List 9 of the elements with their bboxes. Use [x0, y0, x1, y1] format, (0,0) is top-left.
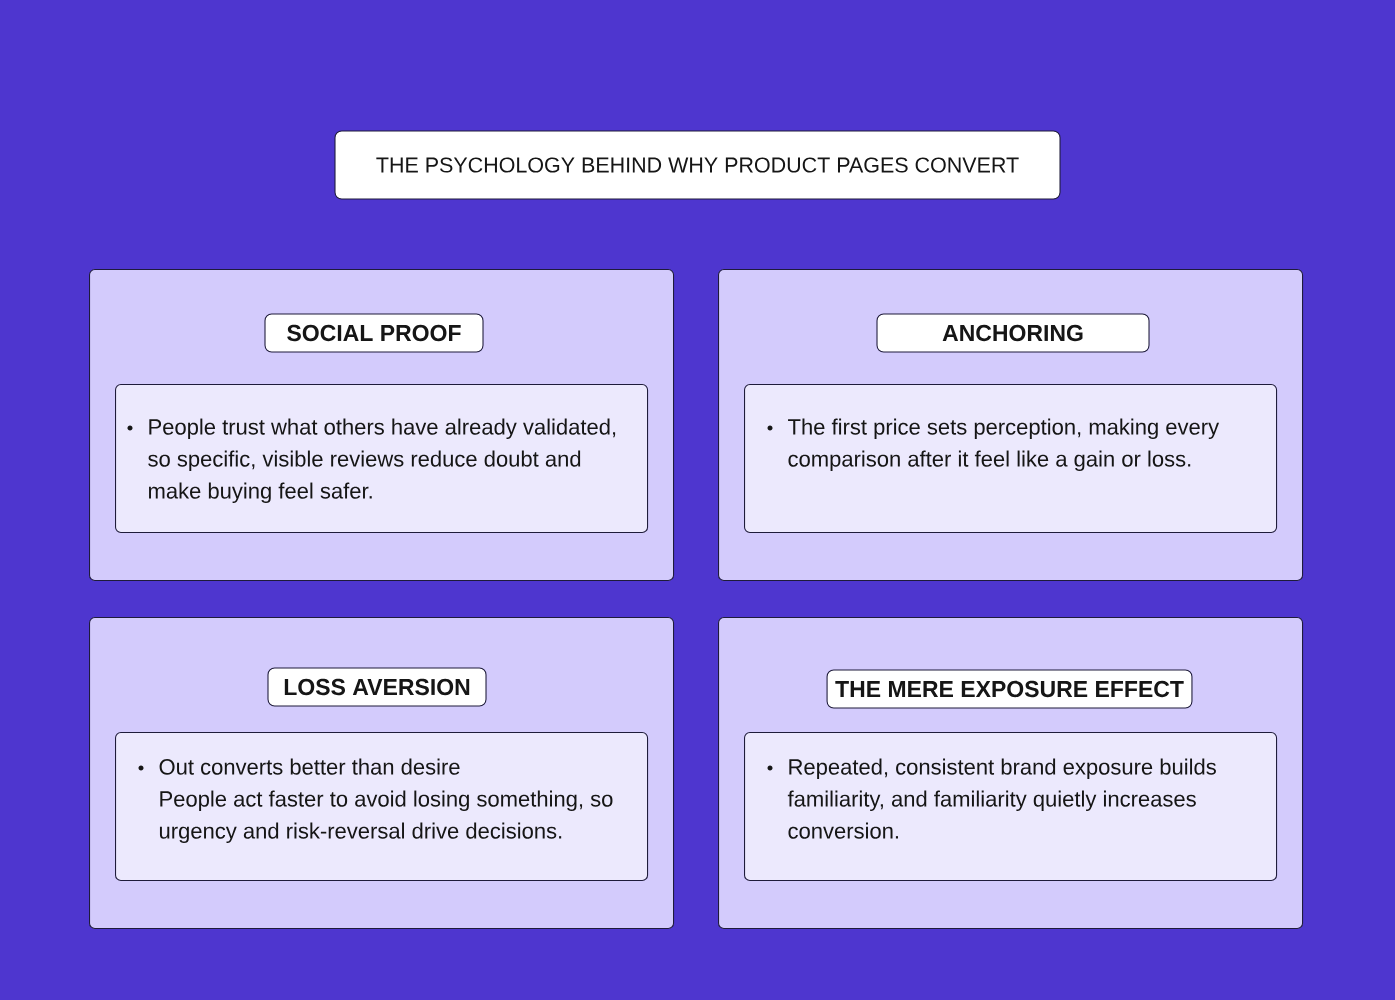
text-box: Repeated, consistent brand exposure builds familiarity, and familiarity quietly increases conversion. [744, 732, 1278, 882]
heading-pill: SOCIAL PROOF [264, 313, 484, 353]
title-box: THE PSYCHOLOGY BEHIND WHY PRODUCT PAGES CONVERT [334, 130, 1061, 200]
heading-pill: THE MERE EXPOSURE EFFECT [826, 669, 1193, 709]
text-box: People trust what others have already validated, so specific, visible reviews reduce doubt and make buying feel safer. [115, 384, 649, 534]
heading-pill: LOSS AVERSION [267, 667, 487, 707]
text-box: The first price sets perception, making every comparison after it feel like a gain or loss. [744, 384, 1278, 534]
heading-pill: ANCHORING [876, 313, 1150, 353]
text-box: Out converts better than desire People act faster to avoid losing something, so urgency and risk-reversal drive decisions. [115, 732, 649, 882]
